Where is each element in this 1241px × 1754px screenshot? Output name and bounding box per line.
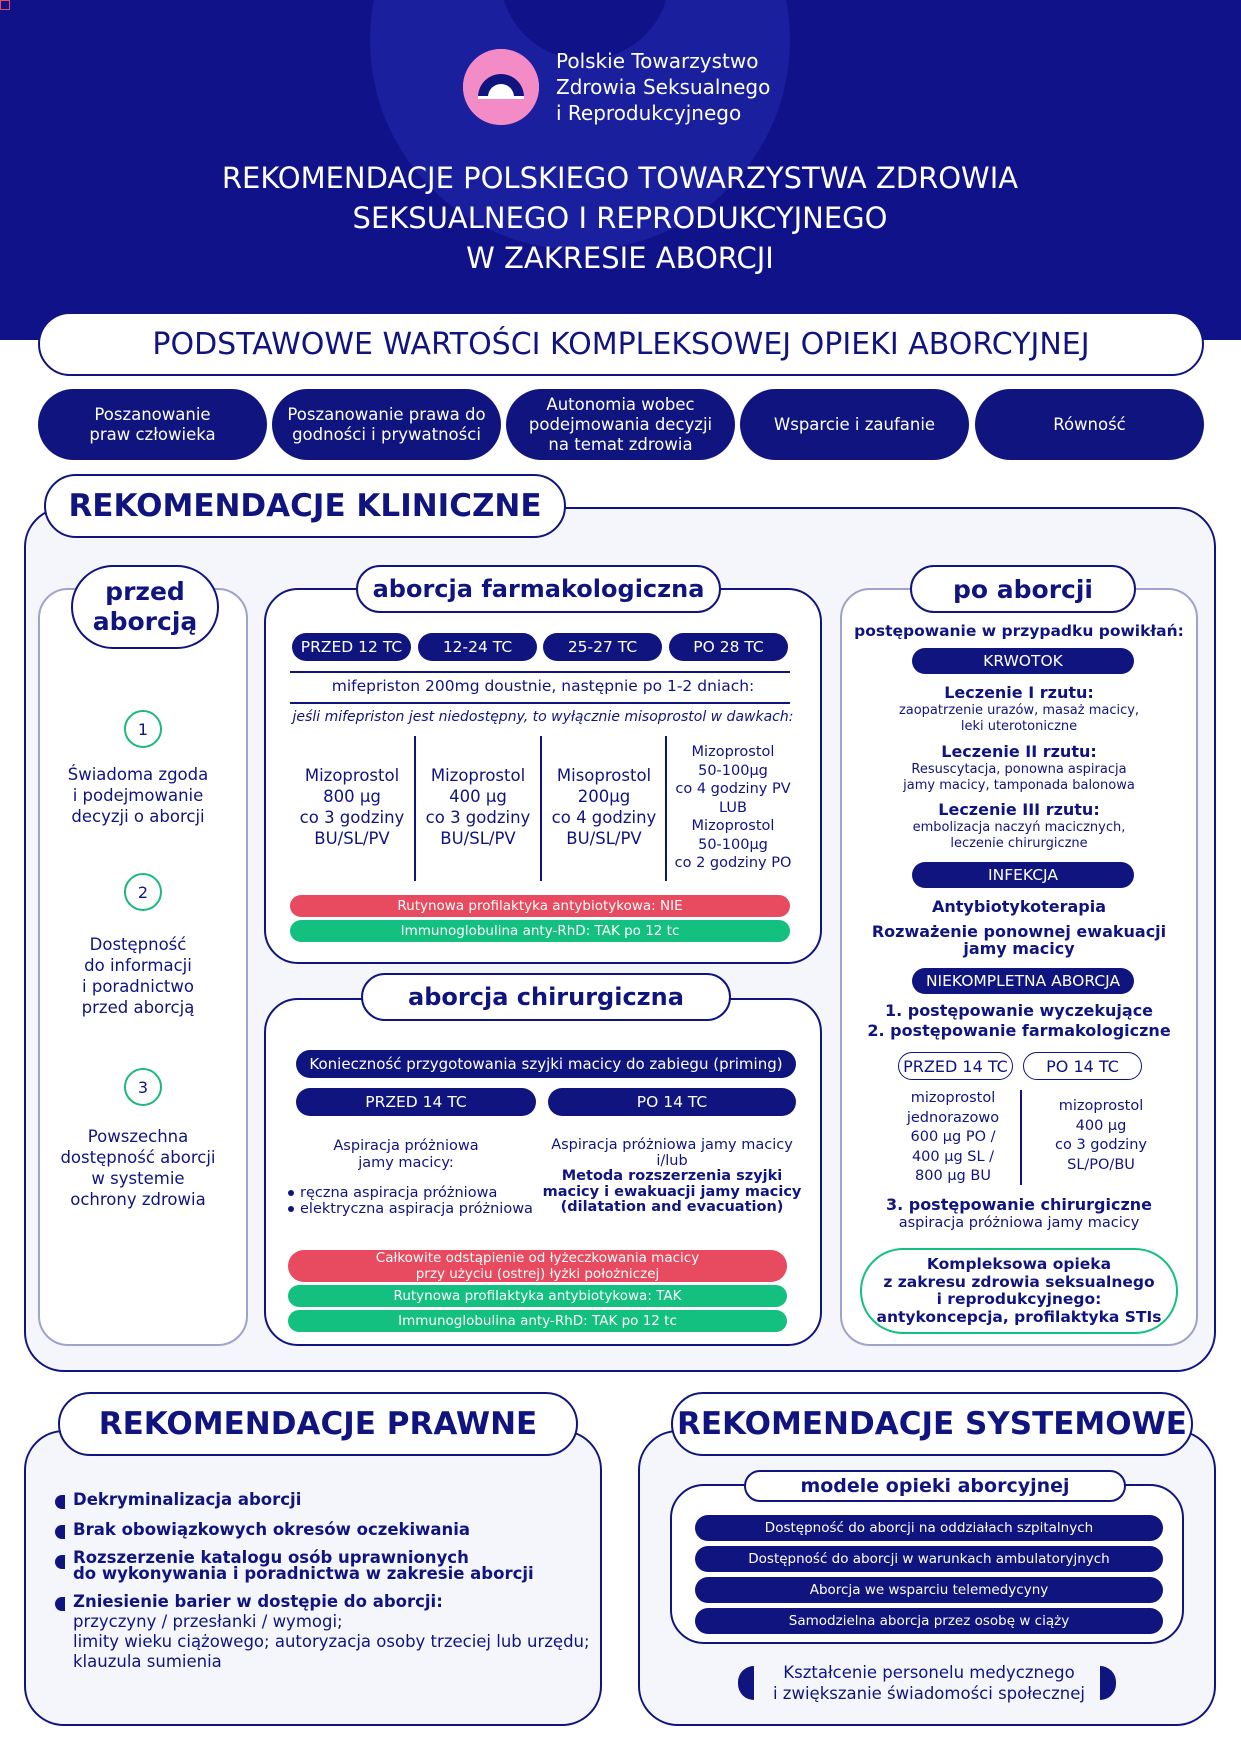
pharmacological-heading: aborcja farmakologiczna [356,565,721,613]
corner-mark [0,0,10,10]
stage-12-24: 12-24 TC [418,633,537,661]
legal-item-1: Dekryminalizacja aborcji [73,1490,302,1509]
step-number-1: 1 [124,710,162,748]
stage-before-12: PRZED 12 TC [292,633,411,661]
surgical-before-text: Aspiracja próżniowa jamy macicy: [333,1138,479,1171]
curettage-bar: Całkowite odstąpienie od łyżeczkowania m… [288,1250,787,1282]
treatment-line-3-text: embolizacja naczyń macicznych,leczenie c… [912,820,1126,851]
step-text-3: Powszechna dostępność aborcji w systemie… [60,1127,216,1209]
value-pill-support: Wsparcie i zaufanie [740,389,969,460]
model-hospital: Dostępność do aborcji na oddziałach szpi… [695,1515,1163,1541]
care-models-heading: modele opieki aborcyjnej [744,1470,1126,1502]
surgical-heading: aborcja chirurgiczna [361,973,731,1021]
stage-25-27: 25-27 TC [543,633,662,661]
pharma-immunoglobulin-bar: Immunoglobulina anty-RhD: TAK po 12 tc [290,920,790,942]
surgical-after-text: Aspiracja próżniowa jamy macicy i/lub Me… [542,1137,802,1215]
right-half-circle-icon [1100,1666,1116,1700]
bleeding-label: KRWOTOK [912,648,1134,674]
after-stage-before-14: PRZED 14 TC [898,1052,1013,1080]
treatment-line-2-heading: Leczenie II rzutu: [941,742,1097,761]
antibiotic-therapy: Antybiotykoterapia [932,897,1106,916]
legal-bullet-icon [55,1495,65,1509]
expectant-management: 1. postępowanie wyczekujące [884,1001,1154,1020]
stage-after-28: PO 28 TC [669,633,788,661]
step-number-2: 2 [124,873,162,911]
legal-bullet-icon [55,1555,65,1569]
model-self-managed: Samodzielna aborcja przez osobę w ciąży [695,1608,1163,1634]
value-pill-equality: Równość [975,389,1204,460]
model-telemedicine: Aborcja we wsparciu telemedycyny [695,1577,1163,1603]
step-text-2: Dostępność do informacji i poradnictwo p… [81,935,195,1017]
after-abortion-heading: po aborcji [910,565,1136,613]
surgical-management: 3. postępowanie chirurgiczne [885,1195,1153,1214]
surgical-antibiotic-bar: Rutynowa profilaktyka antybiotykowa: TAK [288,1285,787,1307]
incomplete-abortion-label: NIEKOMPLETNA ABORCJA [912,968,1134,994]
clinical-heading: REKOMENDACJE KLINICZNE [44,474,566,538]
legal-bullet-icon [55,1597,65,1611]
surgical-stage-before-14: PRZED 14 TC [296,1088,536,1116]
left-half-circle-icon [738,1666,754,1700]
surgical-before-bullets: ręczna aspiracja próżniowa elektryczna a… [288,1185,538,1217]
legal-heading: REKOMENDACJE PRAWNE [58,1392,578,1456]
legal-bullet-icon [55,1525,65,1539]
after-abortion-column [840,588,1198,1346]
model-outpatient: Dostępność do aborcji w warunkach ambula… [695,1546,1163,1572]
page-title: REKOMENDACJE POLSKIEGO TOWARZYSTWA ZDROW… [221,161,1019,275]
organization-name: Polskie Towarzystwo Zdrowia Seksualnego … [556,49,771,125]
surgical-management-sub: aspiracja próżniowa jamy macicy [898,1215,1140,1231]
ptzsir-logo-icon [463,49,539,125]
treatment-line-1-heading: Leczenie I rzutu: [944,683,1094,702]
pharmacological-management: 2. postępowanie farmakologiczne [867,1021,1171,1040]
legal-item-2: Brak obowiązkowych okresów oczekiwania [73,1520,471,1539]
values-heading: PODSTAWOWE WARTOŚCI KOMPLEKSOWEJ OPIEKI … [38,312,1204,376]
legal-section [24,1430,602,1726]
systemic-heading: REKOMENDACJE SYSTEMOWE [671,1392,1193,1456]
treatment-line-1-text: zaopatrzenie urazów, masaż macicy,leki u… [898,703,1140,734]
surgical-stage-after-14: PO 14 TC [548,1088,796,1116]
misoprostol-only-line: jeśli mifepriston jest niedostępny, to w… [292,709,794,725]
pharma-antibiotic-bar: Rutynowa profilaktyka antybiotykowa: NIE [290,895,790,917]
priming-bar: Konieczność przygotowania szyjki macicy … [296,1050,796,1078]
surgical-immunoglobulin-bar: Immunoglobulina anty-RhD: TAK po 12 tc [288,1310,787,1332]
legal-item-4: Zniesienie barier w dostępie do aborcji:… [73,1592,590,1671]
education-text: Kształcenie personelu medycznego i zwięk… [772,1663,1086,1703]
mifepristone-line: mifepriston 200mg doustnie, następnie po… [331,677,755,695]
complications-intro: postępowanie w przypadku powikłań: [854,622,1184,640]
after-stage-after-14: PO 14 TC [1023,1052,1142,1080]
step-text-1: Świadoma zgoda i podejmowanie decyzji o … [67,765,209,826]
header-banner [0,0,1241,340]
treatment-line-3-heading: Leczenie III rzutu: [938,800,1100,819]
infection-label: INFEKCJA [912,862,1134,888]
step-number-3: 3 [124,1068,162,1106]
